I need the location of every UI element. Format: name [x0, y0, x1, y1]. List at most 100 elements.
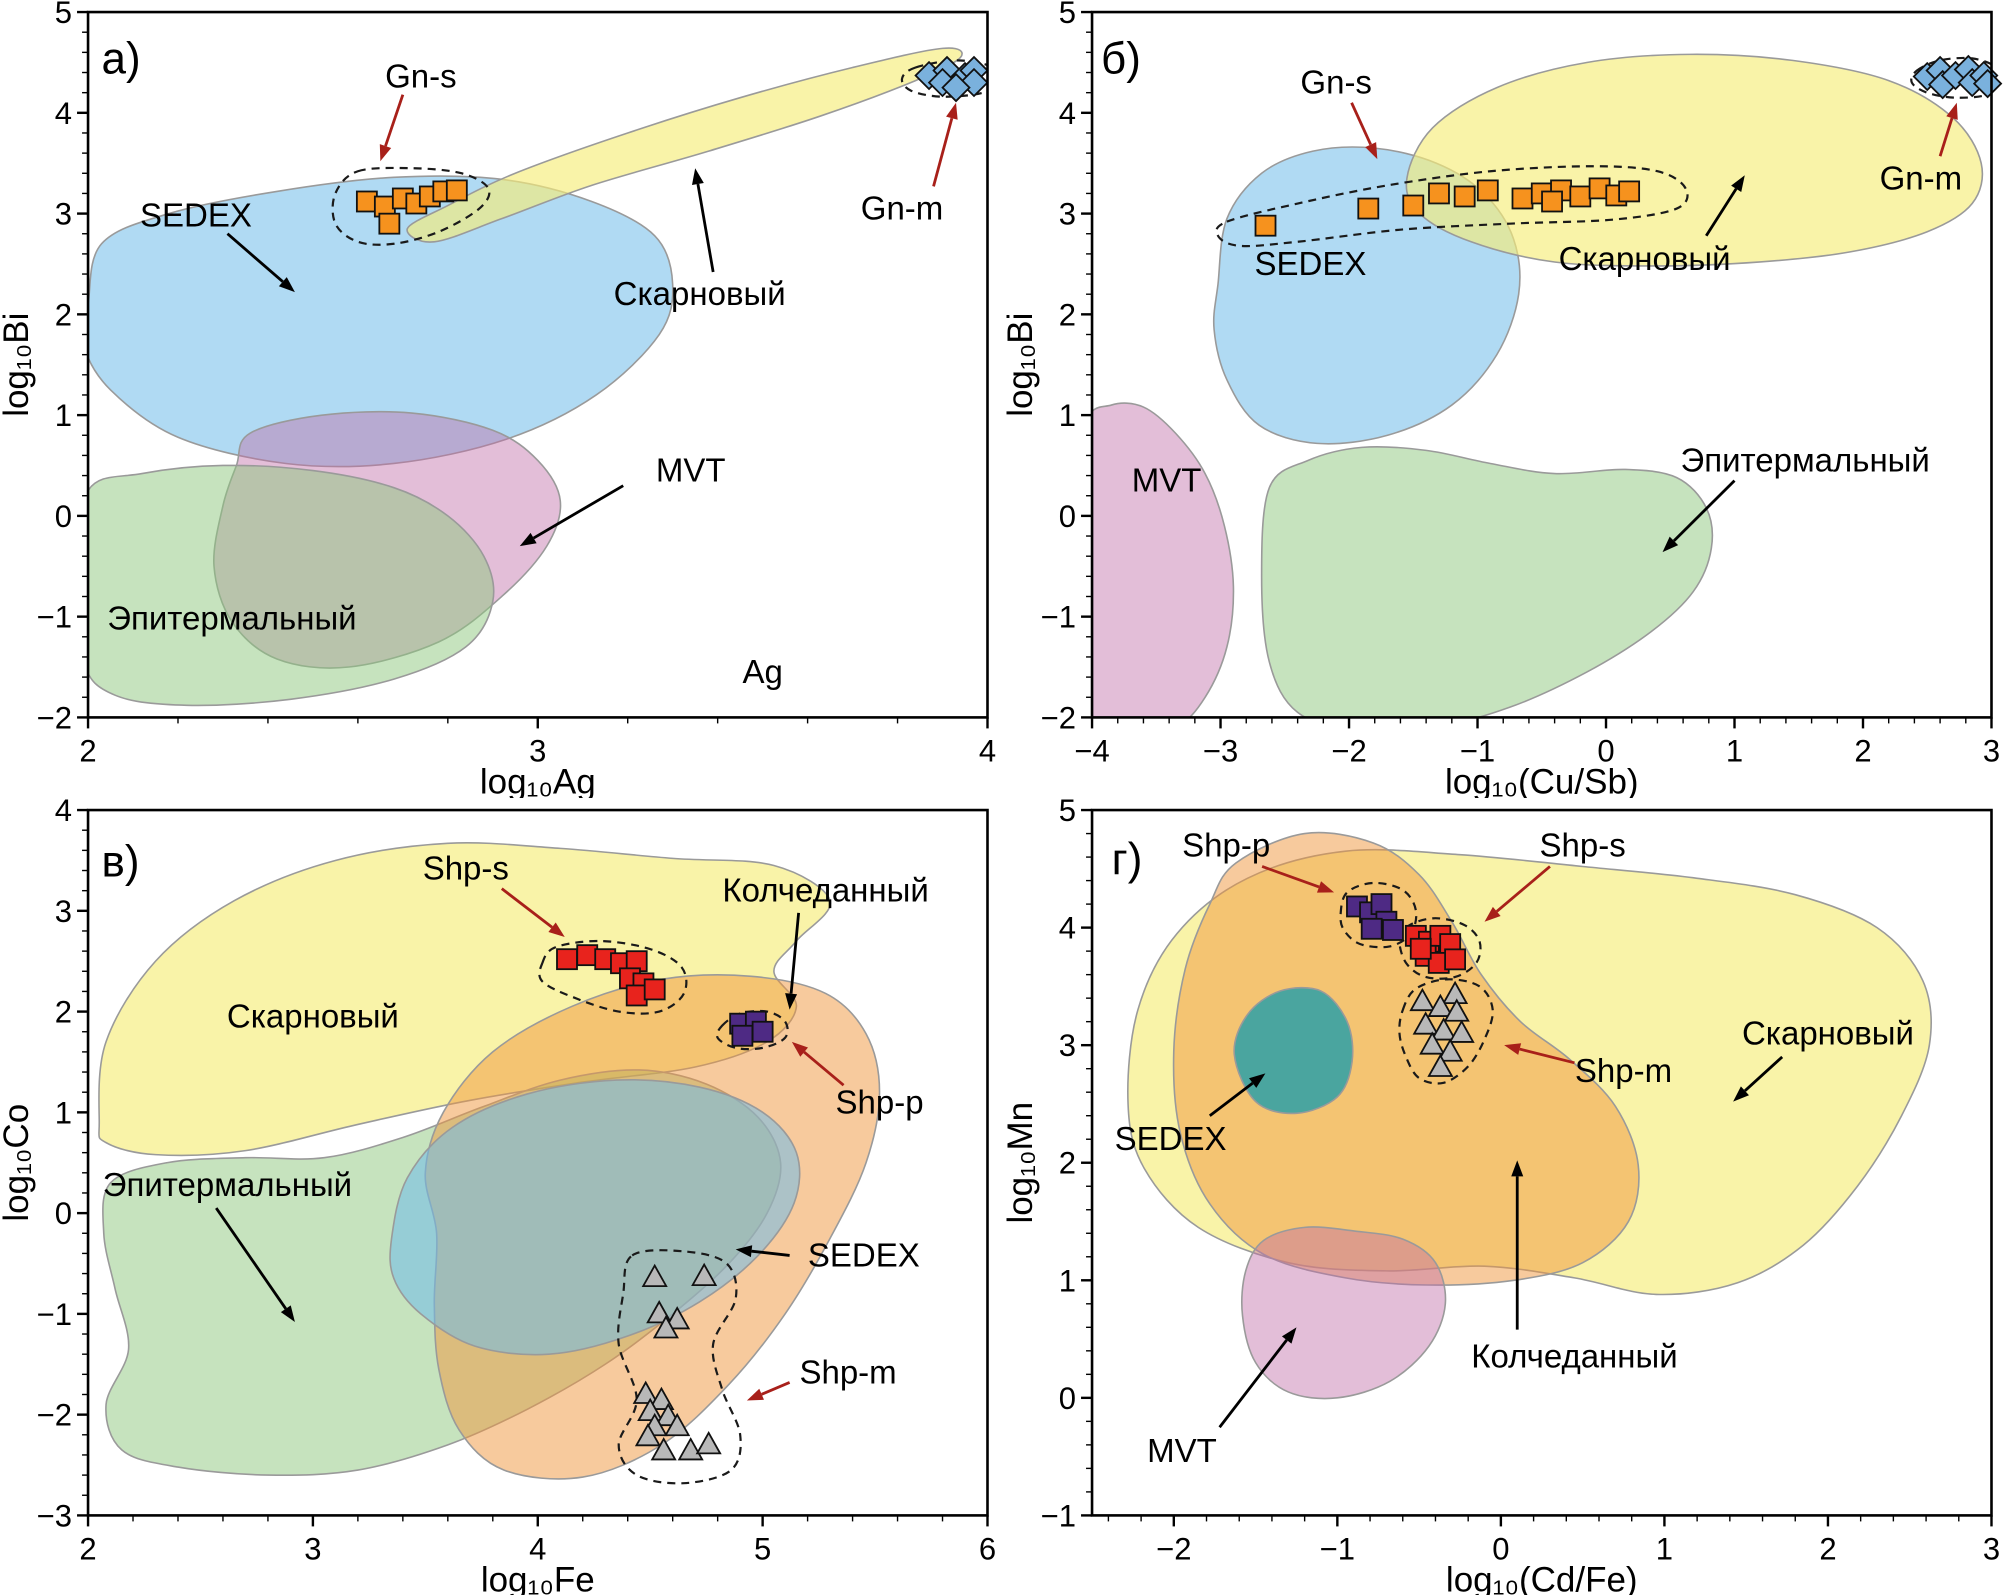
point-shp-m [1408, 987, 1435, 1011]
x-tick-label: −4 [1074, 733, 1109, 768]
annotation-arrow [932, 117, 954, 187]
point-gn-s [1356, 197, 1379, 220]
y-tick-label: −1 [1040, 1498, 1075, 1533]
y-tick-label: 0 [55, 499, 72, 534]
annotation-arrow [215, 1206, 287, 1310]
annotation-label: MVT [1147, 1431, 1217, 1468]
y-tick-label: −1 [37, 1296, 72, 1331]
annotation-label: а) [102, 34, 141, 83]
x-tick-label: 5 [754, 1531, 771, 1566]
x-tick-label: 3 [1982, 1531, 1999, 1566]
y-tick-label: 3 [55, 893, 72, 928]
region-skarn [1405, 53, 1983, 267]
annotation-arrow [803, 1050, 845, 1086]
annotation-arrow [696, 183, 715, 273]
y-tick-label: 3 [1058, 1028, 1075, 1063]
annotation-arrowhead [1248, 1072, 1265, 1088]
annotation-label: Эпитермальный [103, 1165, 352, 1202]
annotation-arrow [226, 232, 284, 283]
x-axis-title: log₁₀Ag [480, 762, 596, 797]
annotation-label: Shp-p [836, 1083, 924, 1120]
annotation-arrowhead [519, 532, 537, 547]
point-gn-s [1453, 185, 1476, 208]
y-tick-label: 5 [55, 0, 72, 30]
annotation-arrow [789, 912, 801, 994]
region-sedex [88, 175, 674, 468]
y-tick-label: 3 [55, 197, 72, 232]
point-shp-m [1418, 1030, 1445, 1055]
region-mvt [1240, 1225, 1446, 1399]
point-shp-s [1409, 937, 1432, 960]
x-axis-title: log₁₀(Cd/Fe) [1445, 1560, 1637, 1595]
outline-shp-p [1338, 881, 1417, 948]
annotation-arrowhead [278, 277, 295, 293]
y-tick-label: 1 [1058, 398, 1075, 433]
point-shp-p [1381, 918, 1404, 941]
y-tick-label: −1 [37, 600, 72, 635]
annotation-label: MVT [1131, 462, 1201, 499]
annotation-label: Shp-s [1539, 826, 1625, 863]
y-axis-title: log₁₀Bi [1004, 313, 1040, 417]
x-tick-label: −1 [1459, 733, 1494, 768]
point-shp-m [652, 1314, 679, 1338]
annotation-label: г) [1111, 834, 1142, 883]
annotation-arrowhead [946, 102, 958, 120]
regions-layer [98, 841, 881, 1480]
y-tick-label: 1 [1058, 1263, 1075, 1298]
annotation-arrowhead [1364, 142, 1377, 160]
region-skarn [406, 47, 963, 243]
y-tick-label: 2 [55, 297, 72, 332]
outlines-layer [1214, 56, 1991, 248]
annotation-label: Скарновый [614, 275, 786, 312]
regions-layer [1126, 831, 1932, 1399]
point-shp-s [625, 984, 648, 1006]
x-axis-title: log₁₀(Cu/Sb) [1444, 762, 1638, 797]
annotation-arrow [500, 887, 553, 928]
point-shp-m [1448, 1019, 1475, 1043]
x-tick-label: 2 [1854, 733, 1871, 768]
annotation-arrowhead [1281, 1326, 1296, 1344]
x-tick-label: −3 [1202, 733, 1237, 768]
annotation-label: в) [102, 837, 140, 886]
y-tick-label: 5 [1058, 798, 1075, 828]
annotation-arrowhead [1316, 880, 1334, 893]
regions-layer [88, 47, 963, 707]
annotation-arrow [1208, 1081, 1254, 1117]
point-shp-m [1443, 997, 1470, 1022]
annotation-label: SEDEX [808, 1236, 920, 1273]
point-shp-m [650, 1436, 677, 1460]
annotation-arrowhead [691, 168, 704, 186]
y-axis-title: log₁₀Bi [0, 313, 36, 417]
annotation-arrow [1495, 864, 1551, 912]
annotation-arrowhead [735, 1244, 753, 1257]
point-shp-m [677, 1436, 704, 1460]
y-tick-label: 1 [55, 1095, 72, 1130]
annotation-label: Shp-s [423, 849, 509, 886]
annotation-label: б) [1101, 34, 1141, 83]
point-shp-m [1426, 1053, 1453, 1077]
point-gn-s [1511, 187, 1533, 210]
annotation-label: SEDEX [1254, 245, 1366, 282]
series-layer [556, 943, 774, 1460]
point-shp-m [632, 1380, 659, 1404]
point-gn-s [1427, 182, 1450, 205]
annotation-arrowhead [280, 1304, 295, 1322]
annotations-layer: а)SEDEXGn-sСкарновыйMVTЭпитермальныйGn-m… [102, 34, 958, 690]
x-tick-label: 1 [1725, 733, 1742, 768]
point-gn-s [1476, 179, 1499, 202]
annotation-arrow [1704, 188, 1737, 237]
annotation-arrowhead [1732, 1085, 1749, 1102]
point-shp-m [695, 1430, 722, 1454]
annotation-arrow [761, 1380, 791, 1396]
x-tick-label: 0 [1492, 1531, 1509, 1566]
annotation-label: Gn-m [861, 190, 944, 227]
annotation-label: SEDEX [140, 197, 252, 234]
